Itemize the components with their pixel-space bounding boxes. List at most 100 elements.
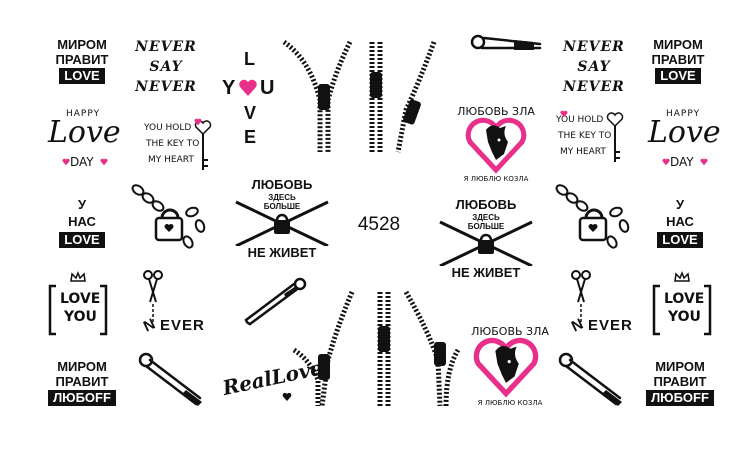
heart-icon (662, 158, 670, 166)
sticker-line-boxed: ЛЮБОFF (646, 390, 714, 406)
crown-icon (70, 270, 86, 282)
sticker-you-hold-key-right: YOU HOLD THE KEY TO MY HEART (556, 110, 632, 170)
chain-padlock-icon (439, 220, 533, 268)
safety-pin-icon (138, 352, 202, 406)
sticker-line: MY HEART (148, 155, 194, 165)
sticker-never-cut-left: N EVER (138, 270, 218, 336)
you-letter-y: Y (222, 77, 236, 99)
sticker-line-boxed: LOVE (59, 68, 105, 84)
chain-padlock-icon (131, 184, 206, 249)
chain-padlock-icon (235, 200, 329, 248)
sticker-line: ЗДЕСЬ (472, 213, 500, 222)
zipper-icon (282, 39, 437, 153)
sticker-mirom-pravit-luboff-left: МИРОМ ПРАВИТ ЛЮБОFF (40, 360, 124, 406)
sticker-love-you-right: LOVE YOU (652, 270, 712, 336)
sticker-never-say-never-left: NEVER SAY NEVER (128, 40, 204, 94)
cut-line-icon (580, 304, 582, 322)
sticker-line: ПРАВИТ (651, 52, 705, 67)
sheet-code: 4528 (357, 214, 401, 235)
sticker-love-you-left: LOVE YOU (48, 270, 108, 336)
heart-icon (100, 158, 108, 166)
sticker-line: DAY (70, 155, 94, 169)
sticker-line: HAPPY (66, 109, 101, 119)
never-letter-n: N (140, 315, 158, 336)
never-letters-rest: EVER (588, 317, 633, 334)
sticker-line: ПРАВИТ (55, 374, 109, 389)
sticker-line: ЗДЕСЬ (268, 193, 296, 202)
sticker-line: ЛЮБОВЬ (230, 178, 334, 191)
sticker-never-say-never-right: NEVER SAY NEVER (556, 40, 632, 94)
sticker-mirom-pravit-love-right: МИРОМ ПРАВИТ LOVE (640, 38, 716, 84)
scissors-icon (143, 270, 163, 303)
never-letter-n: N (568, 315, 586, 336)
sticker-happy-love-day-right: HAPPY Love DAY (644, 109, 721, 180)
sticker-line: ЛЮБОВЬ (434, 198, 538, 211)
heart-icon (239, 79, 257, 96)
sticker-line: НЕ ЖИВЕТ (434, 266, 538, 279)
key-heart-icon (606, 112, 624, 162)
sticker-line: У (77, 197, 87, 212)
sticker-line: ЛЮБОВЬ ЗЛА (457, 105, 535, 118)
sticker-line: THE KEY TO (146, 139, 200, 149)
heart-icon (700, 158, 708, 166)
sticker-lyubov-zla-top: ЛЮБОВЬ ЗЛА Я ЛЮБЛЮ КОЗЛА (448, 106, 544, 188)
sticker-line: NEVER (563, 79, 625, 95)
heart-icon (62, 158, 70, 166)
sticker-line: Я ЛЮБЛЮ КОЗЛА (463, 175, 529, 183)
sticker-line: ПРАВИТ (55, 52, 109, 67)
sticker-line: HAPPY (666, 109, 701, 119)
sticker-mirom-pravit-love-left: МИРОМ ПРАВИТ LOVE (44, 38, 120, 84)
sticker-line: YOU (64, 309, 97, 325)
safety-pin-icon (470, 34, 542, 50)
zipper-icon (292, 290, 461, 407)
sticker-you-love: L Y U V E (222, 50, 284, 150)
sticker-line: МИРОМ (57, 37, 107, 52)
sticker-line: НАС (68, 214, 96, 229)
goat-heart-icon (465, 117, 527, 174)
heart-icon (194, 118, 202, 126)
sticker-line: THE KEY TO (558, 131, 612, 141)
sticker-line: БОЛЬШЕ (263, 202, 301, 211)
sticker-line: МИРОМ (57, 359, 107, 374)
sticker-lyubov-zla-bottom: ЛЮБОВЬ ЗЛА Я ЛЮБЛЮ КОЗЛА (462, 326, 558, 410)
key-heart-icon (194, 120, 212, 170)
love-letter-v: V (244, 103, 257, 123)
sticker-line: YOU (668, 309, 701, 325)
sticker-line: LOVE (664, 291, 705, 307)
safety-pin-icon (244, 277, 307, 326)
safety-pin-icon (558, 352, 622, 406)
you-letter-u: U (260, 77, 275, 99)
frame-icon (652, 284, 712, 336)
sticker-line: DAY (670, 155, 694, 169)
sticker-line: MY HEART (560, 147, 606, 157)
sticker-line: NEVER (135, 39, 197, 55)
scissors-icon (571, 270, 591, 303)
chain-padlock-icon (555, 184, 630, 249)
sticker-line-script: Love (648, 115, 721, 150)
sticker-line-boxed: LOVE (655, 68, 701, 84)
sticker-line: SAY (577, 59, 611, 75)
sticker-line: У (675, 197, 685, 212)
crown-icon (674, 270, 690, 282)
cut-line-icon (152, 304, 154, 322)
sticker-never-cut-right: N EVER (566, 270, 646, 336)
sticker-lyubov-zdes-left: ЛЮБОВЬ ЗДЕСЬ БОЛЬШЕ НЕ ЖИВЕТ (230, 178, 334, 264)
love-letter-e: E (244, 127, 257, 147)
love-letter-l: L (244, 49, 255, 69)
sticker-you-hold-key-left: YOU HOLD THE KEY TO MY HEART (144, 118, 220, 178)
sticker-line: МИРОМ (655, 359, 705, 374)
sticker-line: НЕ ЖИВЕТ (230, 246, 334, 259)
sticker-line: БОЛЬШЕ (467, 222, 505, 231)
sticker-line: NEVER (135, 79, 197, 95)
never-letters-rest: EVER (160, 317, 205, 334)
sticker-line: ЛЮБОВЬ ЗЛА (471, 325, 549, 338)
sticker-u-nas-love-left: У НАС LOVE (44, 198, 120, 248)
sticker-line-script: Love (48, 115, 121, 150)
goat-heart-icon (473, 337, 539, 398)
sticker-line: SAY (149, 59, 183, 75)
sticker-line: NEVER (563, 39, 625, 55)
heart-icon (560, 110, 568, 118)
sticker-line: ПРАВИТ (653, 374, 707, 389)
sticker-line: LOVE (60, 291, 101, 307)
